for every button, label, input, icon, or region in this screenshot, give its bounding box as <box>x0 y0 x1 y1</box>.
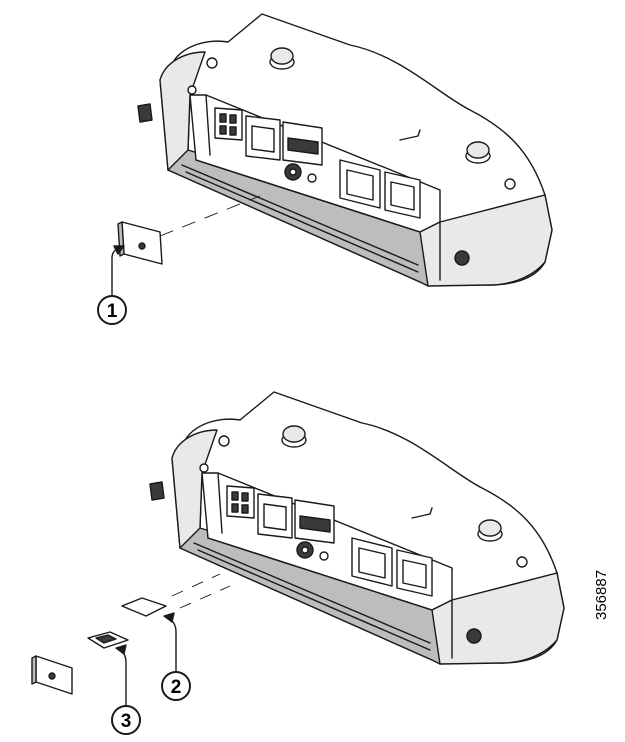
callout-1: 1 <box>97 245 127 325</box>
figure-id-label: 356887 <box>593 570 610 620</box>
sim-card <box>121 597 167 617</box>
alignment-guide-3 <box>179 585 231 609</box>
sim-cover-bottom <box>31 655 73 695</box>
alignment-guide-2 <box>171 573 221 597</box>
callout-2-label: 2 <box>171 677 182 698</box>
callout-2: 2 <box>161 612 191 701</box>
alignment-guide-1 <box>159 195 261 237</box>
callout-3: 3 <box>111 644 141 735</box>
sim-tray <box>87 631 129 649</box>
router-bottom-view <box>149 391 565 665</box>
router-top-view <box>137 13 553 287</box>
callout-3-label: 3 <box>121 711 132 732</box>
sim-cover-removed <box>117 221 163 265</box>
callout-1-label: 1 <box>107 301 118 322</box>
